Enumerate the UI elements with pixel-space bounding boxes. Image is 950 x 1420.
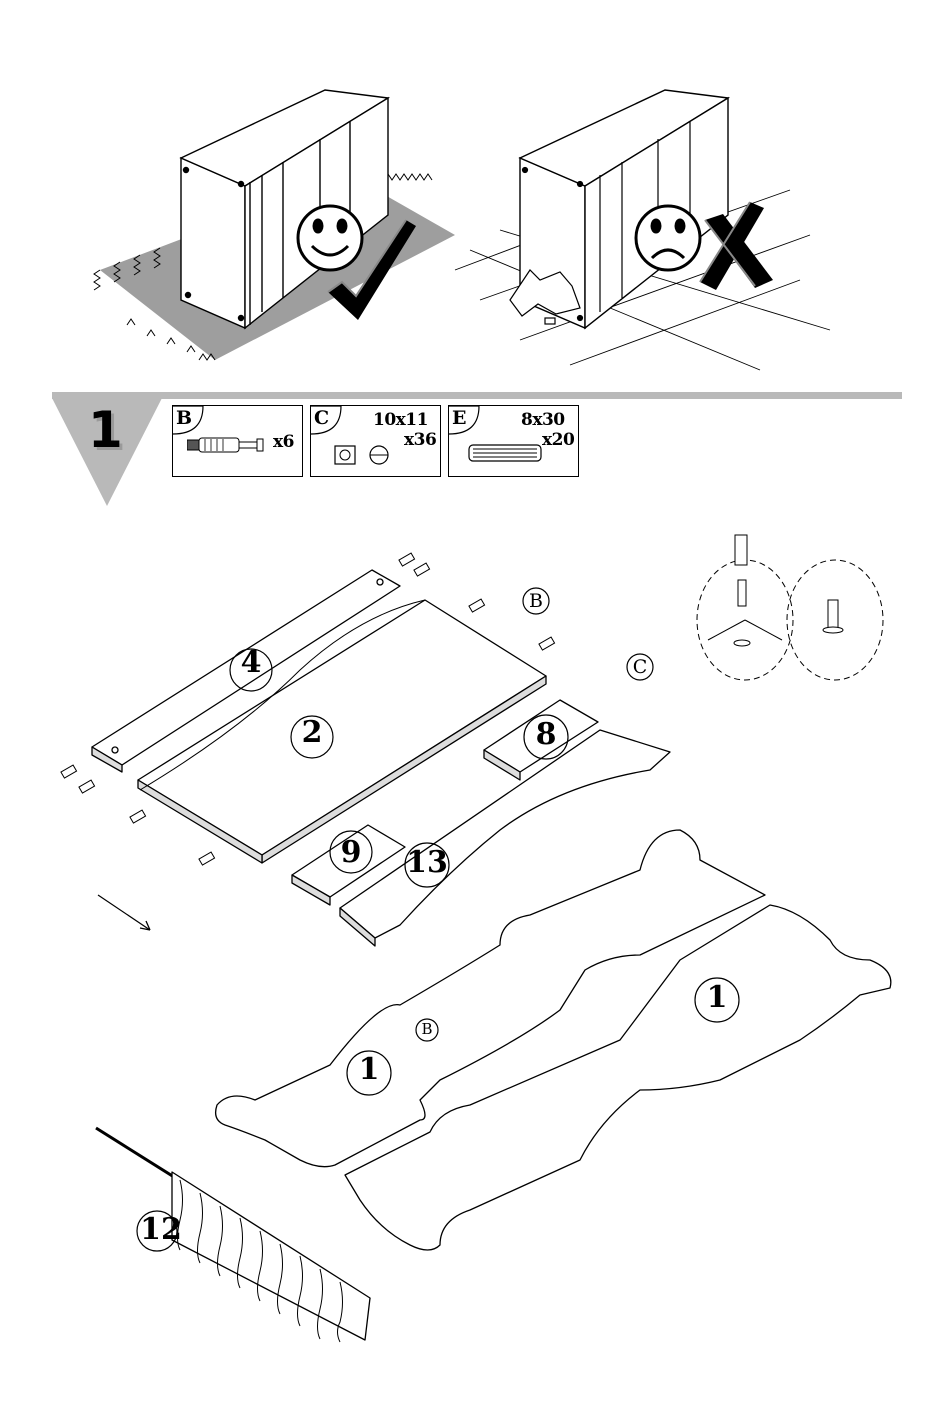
hardware-box-b: B x6 <box>172 405 303 477</box>
cam-install-detail <box>697 535 883 680</box>
hardware-box-c: C 10x11 x36 <box>310 405 441 477</box>
part-label-13: 13 <box>402 848 452 878</box>
cabinet-on-rug-illustration <box>94 90 455 360</box>
part-label-4: 4 <box>230 648 272 678</box>
hardware-size: 8x30 <box>521 410 565 430</box>
step-divider <box>52 392 902 399</box>
smiley-face-icon <box>298 206 362 270</box>
step-number: 1 <box>88 401 123 459</box>
part-label-9: 9 <box>330 838 372 868</box>
part-label-1-right: 1 <box>696 983 738 1013</box>
callout-b-top: B <box>526 592 546 611</box>
hardware-letter: B <box>176 407 192 429</box>
cam-bolt-icon <box>187 434 267 456</box>
cam-lock-icon <box>333 444 393 468</box>
part-label-12: 12 <box>136 1215 186 1245</box>
callout-c-top: C <box>630 658 650 677</box>
wooden-dowel-icon <box>467 442 547 466</box>
part-label-8: 8 <box>525 720 567 750</box>
hardware-size: 10x11 <box>373 410 428 430</box>
sad-face-icon <box>636 206 700 270</box>
part-label-1-left: 1 <box>348 1055 390 1085</box>
hardware-quantity: x36 <box>404 430 436 450</box>
warning-illustrations <box>0 0 950 390</box>
exploded-assembly-diagram <box>0 500 950 1420</box>
hardware-box-e: E 8x30 x20 <box>448 405 579 477</box>
hardware-letter: C <box>314 407 329 429</box>
callout-b-side: B <box>419 1022 435 1037</box>
hardware-letter: E <box>452 407 466 429</box>
hardware-quantity: x6 <box>273 432 294 452</box>
part-label-2: 2 <box>291 718 333 748</box>
